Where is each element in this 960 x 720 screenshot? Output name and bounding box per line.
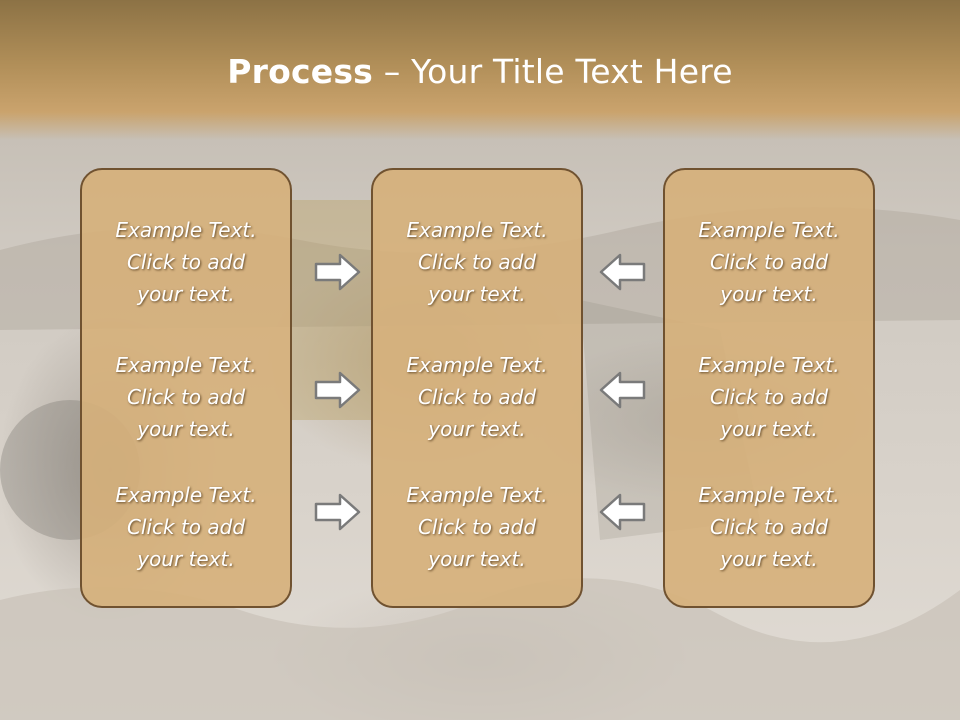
text-line: Click to add [417, 250, 537, 274]
text-line: your text. [428, 547, 526, 571]
text-line: Example Text. [698, 483, 840, 507]
arrow-left-icon [599, 371, 646, 409]
process-box-left[interactable]: Example Text. Click to add your text. Ex… [80, 168, 292, 608]
text-line: Click to add [709, 385, 829, 409]
text-line: your text. [137, 547, 235, 571]
arrow-right-icon [314, 253, 361, 291]
text-line: Click to add [709, 515, 829, 539]
text-block[interactable]: Example Text. Click to add your text. [373, 479, 581, 575]
text-line: Example Text. [115, 218, 257, 242]
text-line: your text. [428, 417, 526, 441]
text-line: Example Text. [698, 218, 840, 242]
text-block[interactable]: Example Text. Click to add your text. [82, 214, 290, 310]
text-block[interactable]: Example Text. Click to add your text. [373, 349, 581, 445]
arrow-left-icon [599, 253, 646, 291]
text-line: your text. [720, 417, 818, 441]
text-line: Example Text. [406, 353, 548, 377]
slide-title[interactable]: Process – Your Title Text Here [0, 52, 960, 91]
text-line: Example Text. [115, 353, 257, 377]
text-line: Click to add [126, 385, 246, 409]
text-block[interactable]: Example Text. Click to add your text. [665, 214, 873, 310]
text-line: Click to add [126, 250, 246, 274]
text-line: Click to add [417, 515, 537, 539]
text-line: Click to add [709, 250, 829, 274]
text-line: Click to add [126, 515, 246, 539]
arrow-left-icon [599, 493, 646, 531]
text-line: your text. [720, 547, 818, 571]
text-block[interactable]: Example Text. Click to add your text. [82, 349, 290, 445]
text-line: Example Text. [406, 218, 548, 242]
title-rest: – Your Title Text Here [373, 52, 733, 91]
text-block[interactable]: Example Text. Click to add your text. [665, 349, 873, 445]
text-block[interactable]: Example Text. Click to add your text. [373, 214, 581, 310]
text-line: your text. [137, 282, 235, 306]
process-box-center[interactable]: Example Text. Click to add your text. Ex… [371, 168, 583, 608]
text-line: Click to add [417, 385, 537, 409]
text-line: your text. [428, 282, 526, 306]
text-block[interactable]: Example Text. Click to add your text. [665, 479, 873, 575]
title-bold: Process [227, 52, 374, 91]
text-line: your text. [137, 417, 235, 441]
text-block[interactable]: Example Text. Click to add your text. [82, 479, 290, 575]
text-line: Example Text. [698, 353, 840, 377]
arrow-right-icon [314, 493, 361, 531]
title-bar [0, 0, 960, 140]
text-line: Example Text. [115, 483, 257, 507]
arrow-right-icon [314, 371, 361, 409]
process-box-right[interactable]: Example Text. Click to add your text. Ex… [663, 168, 875, 608]
text-line: your text. [720, 282, 818, 306]
text-line: Example Text. [406, 483, 548, 507]
